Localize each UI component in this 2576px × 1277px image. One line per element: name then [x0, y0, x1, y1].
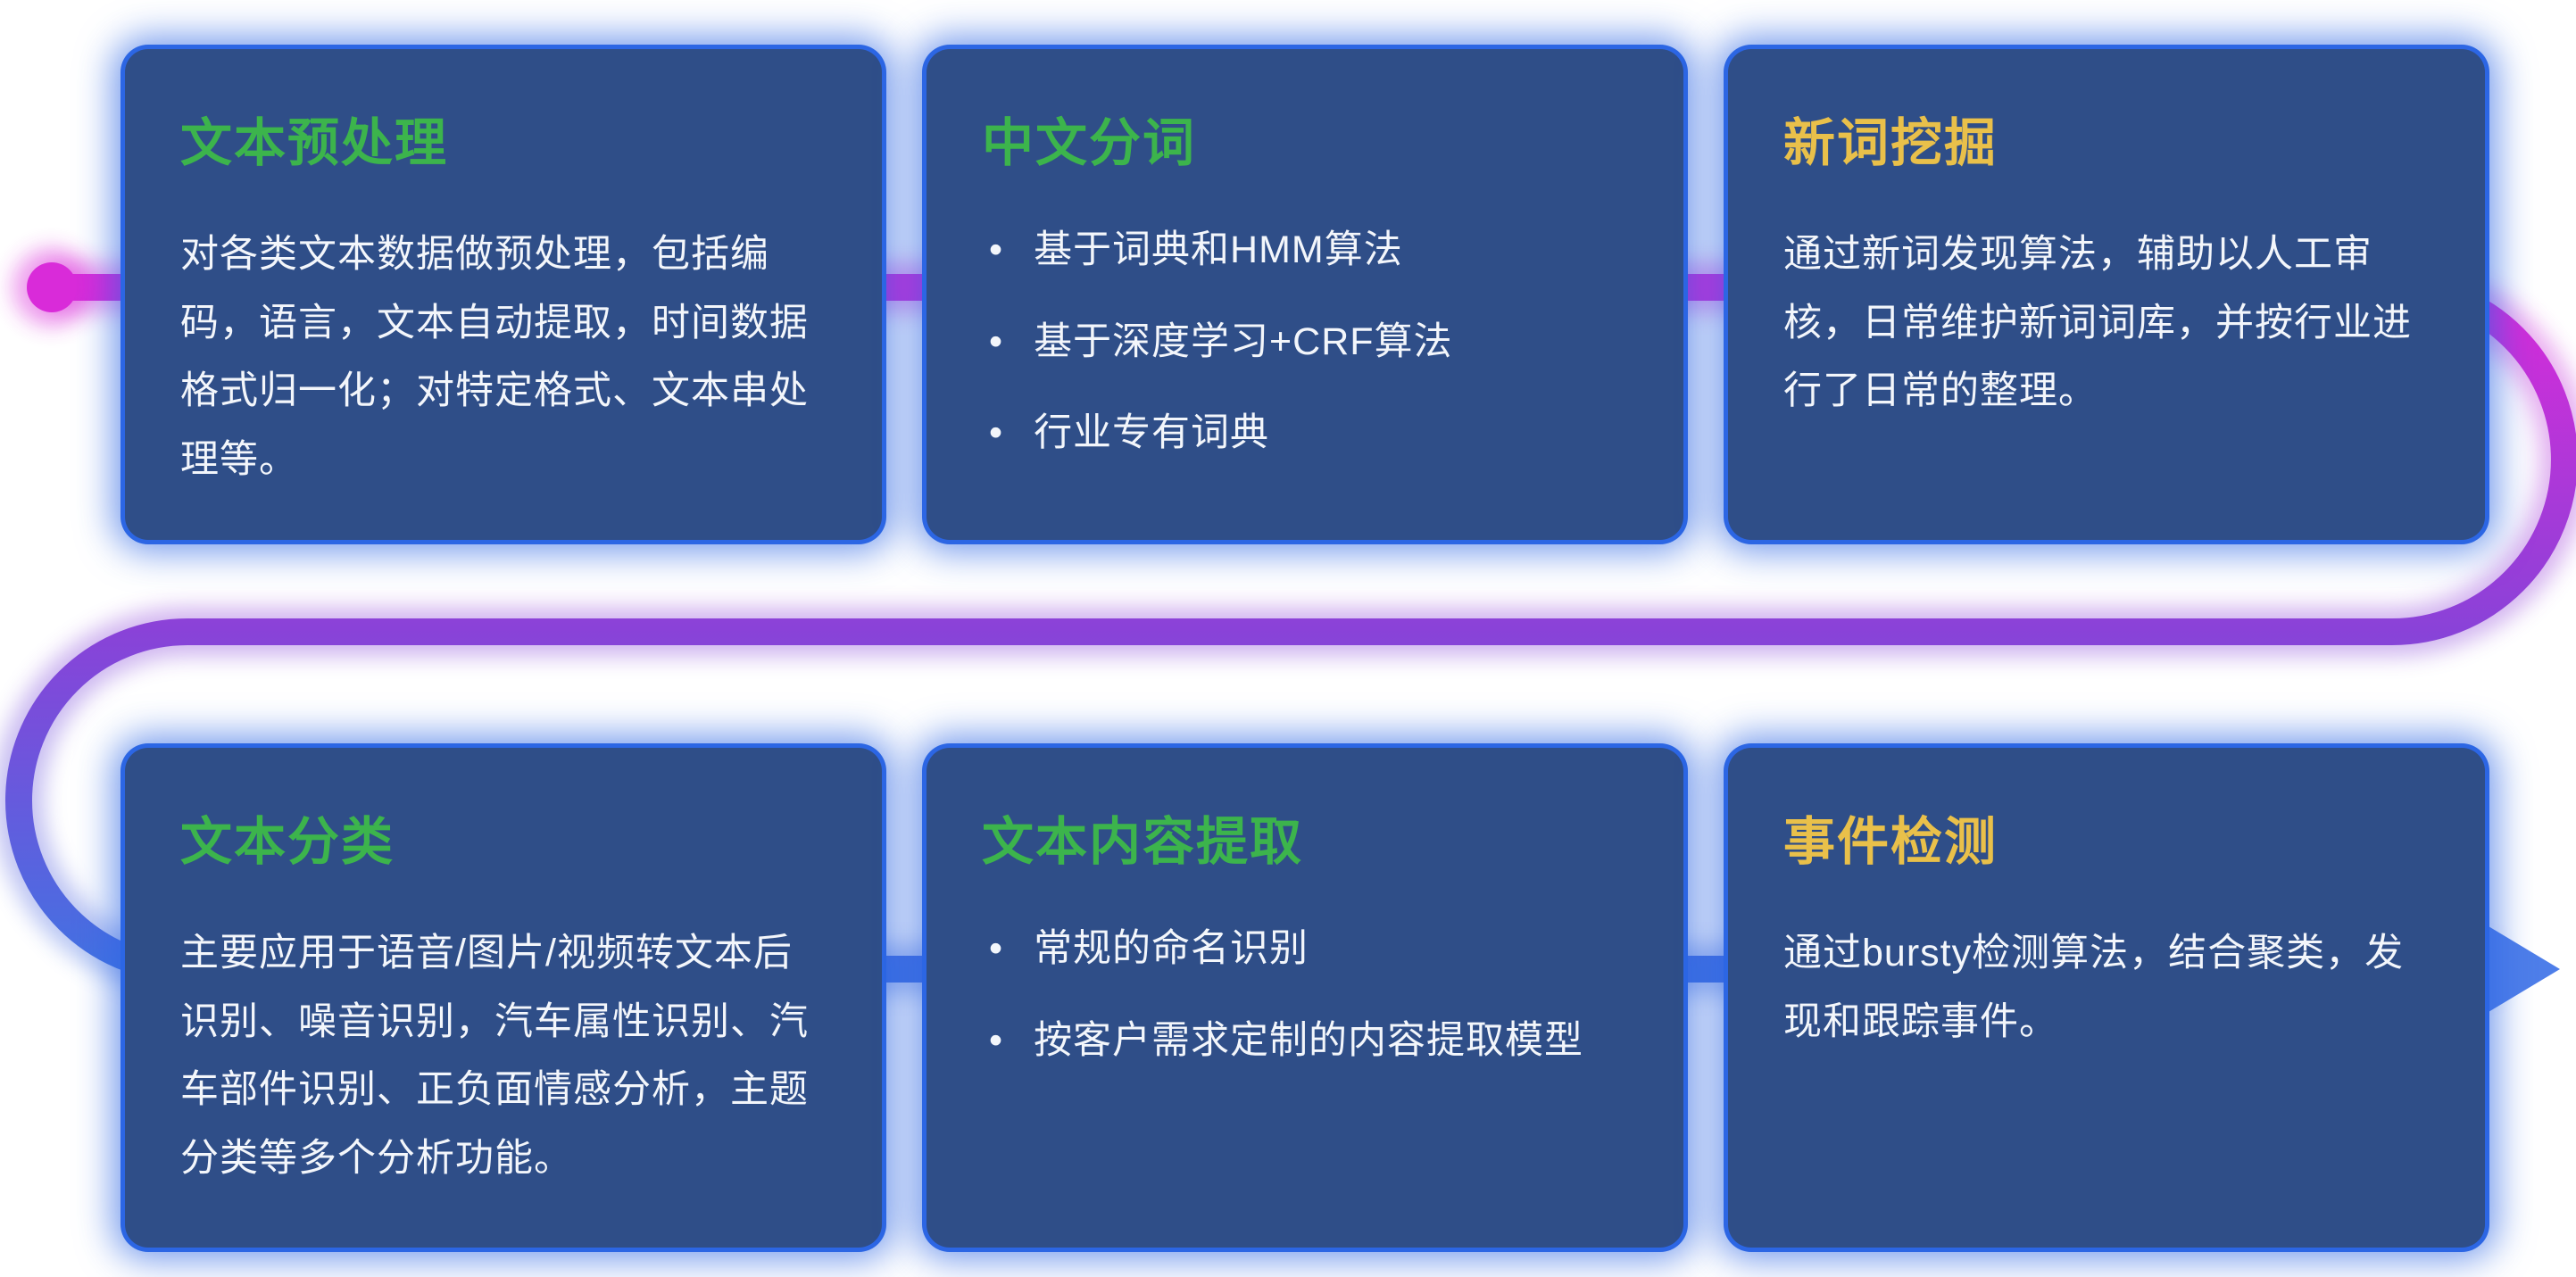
card-bullet-list: 基于词典和HMM算法 基于深度学习+CRF算法 行业专有词典 [982, 220, 1628, 463]
card-chinese-word-segmentation: 中文分词 基于词典和HMM算法 基于深度学习+CRF算法 行业专有词典 [927, 49, 1683, 540]
card-body-text: 对各类文本数据做预处理，包括编码，语言，文本自动提取，时间数据格式归一化；对特定… [180, 233, 809, 481]
flow-connector-line [5, 274, 2576, 983]
card-title: 文本预处理 [180, 114, 449, 172]
card-title: 文本内容提取 [982, 813, 1304, 871]
card-text-classification: 文本分类 主要应用于语音/图片/视频转文本后识别、噪音识别，汽车属性识别、汽车部… [125, 748, 882, 1248]
card-bullet-list: 常规的命名识别 按客户需求定制的内容提取模型 [982, 919, 1628, 1070]
card-title: 文本分类 [180, 813, 395, 871]
card-body-text: 主要应用于语音/图片/视频转文本后识别、噪音识别，汽车属性识别、汽车部件识别、正… [180, 932, 809, 1180]
card-title: 新词挖掘 [1783, 114, 1998, 172]
card-new-word-mining: 新词挖掘 通过新词发现算法，辅助以人工审核，日常维护新词词库，并按行业进行了日常… [1728, 49, 2485, 540]
card-text-preprocessing: 文本预处理 对各类文本数据做预处理，包括编码，语言，文本自动提取，时间数据格式归… [125, 49, 882, 540]
card-event-detection: 事件检测 通过bursty检测算法，结合聚类，发现和跟踪事件。 [1728, 748, 2485, 1248]
flow-start-dot [27, 262, 77, 312]
bullet-item: 行业专有词典 [982, 403, 1628, 463]
bullet-item: 基于词典和HMM算法 [982, 220, 1628, 280]
card-text-content-extraction: 文本内容提取 常规的命名识别 按客户需求定制的内容提取模型 [927, 748, 1683, 1248]
flow-end-arrow-icon [2489, 926, 2560, 1012]
bullet-item: 按客户需求定制的内容提取模型 [982, 1011, 1628, 1071]
card-body-text: 通过bursty检测算法，结合聚类，发现和跟踪事件。 [1783, 932, 2405, 1043]
card-body-text: 通过新词发现算法，辅助以人工审核，日常维护新词词库，并按行业进行了日常的整理。 [1783, 233, 2412, 413]
bullet-item: 基于深度学习+CRF算法 [982, 312, 1628, 372]
card-title: 事件检测 [1783, 813, 1998, 871]
bullet-item: 常规的命名识别 [982, 919, 1628, 979]
card-title: 中文分词 [982, 114, 1197, 172]
